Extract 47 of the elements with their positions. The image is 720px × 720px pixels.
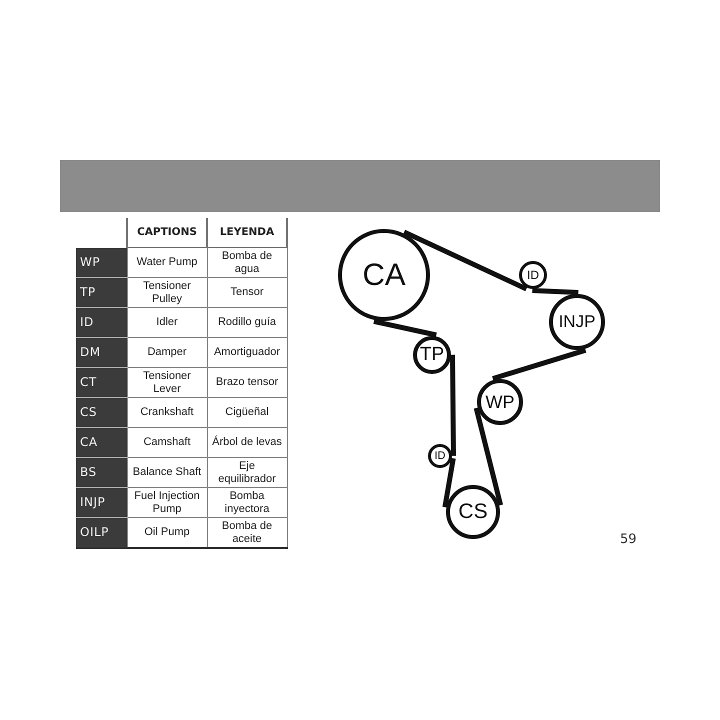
pulley-circle: CS <box>446 485 500 539</box>
pulley-circle: INJP <box>549 294 605 350</box>
belt-segment <box>532 288 578 295</box>
belt-segment <box>492 348 586 381</box>
legend-text: Bomba de aceite <box>207 518 287 548</box>
pulley-circle: WP <box>477 379 523 425</box>
part-name: Oil Pump <box>127 518 207 548</box>
part-name: Fuel Injection Pump <box>127 488 207 518</box>
column-header: LEYENDA <box>207 218 287 248</box>
pulley-circle: TP <box>413 336 451 374</box>
pulley-circle: ID <box>519 261 547 289</box>
part-code: ID <box>76 308 127 338</box>
part-name: Tensioner Pulley <box>127 278 207 308</box>
part-code: DM <box>76 338 127 368</box>
part-code: CT <box>76 368 127 398</box>
page-number: 59 <box>620 532 637 547</box>
part-code: INJP <box>76 488 127 518</box>
legend-text: Rodillo guía <box>207 308 287 338</box>
part-code: OILP <box>76 518 127 548</box>
belt-segment <box>474 407 504 506</box>
legend-text: Amortiguador <box>207 338 287 368</box>
part-name: Crankshaft <box>127 398 207 428</box>
part-name: Water Pump <box>127 248 207 278</box>
part-code: WP <box>76 248 127 278</box>
part-code: CS <box>76 398 127 428</box>
legend-text: Bomba de agua <box>207 248 287 278</box>
pulley-circle: ID <box>428 444 452 468</box>
pulley-circle: CA <box>338 229 430 321</box>
part-name: Idler <box>127 308 207 338</box>
belt-segment <box>450 354 456 456</box>
legend-text: Cigüeñal <box>207 398 287 428</box>
legend-text: Árbol de levas <box>207 428 287 458</box>
legend-text: Tensor <box>207 278 287 308</box>
part-code: TP <box>76 278 127 308</box>
part-name: Balance Shaft <box>127 458 207 488</box>
part-name: Damper <box>127 338 207 368</box>
part-name: Tensioner Lever <box>127 368 207 398</box>
belt-segment <box>442 458 456 508</box>
belt-segment <box>403 230 528 292</box>
part-code: CA <box>76 428 127 458</box>
part-code: BS <box>76 458 127 488</box>
legend-text: Eje equilibrador <box>207 458 287 488</box>
part-name: Camshaft <box>127 428 207 458</box>
belt-segment <box>373 318 437 338</box>
legend-text: Brazo tensor <box>207 368 287 398</box>
column-header: CAPTIONS <box>127 218 207 248</box>
legend-text: Bomba inyectora <box>207 488 287 518</box>
